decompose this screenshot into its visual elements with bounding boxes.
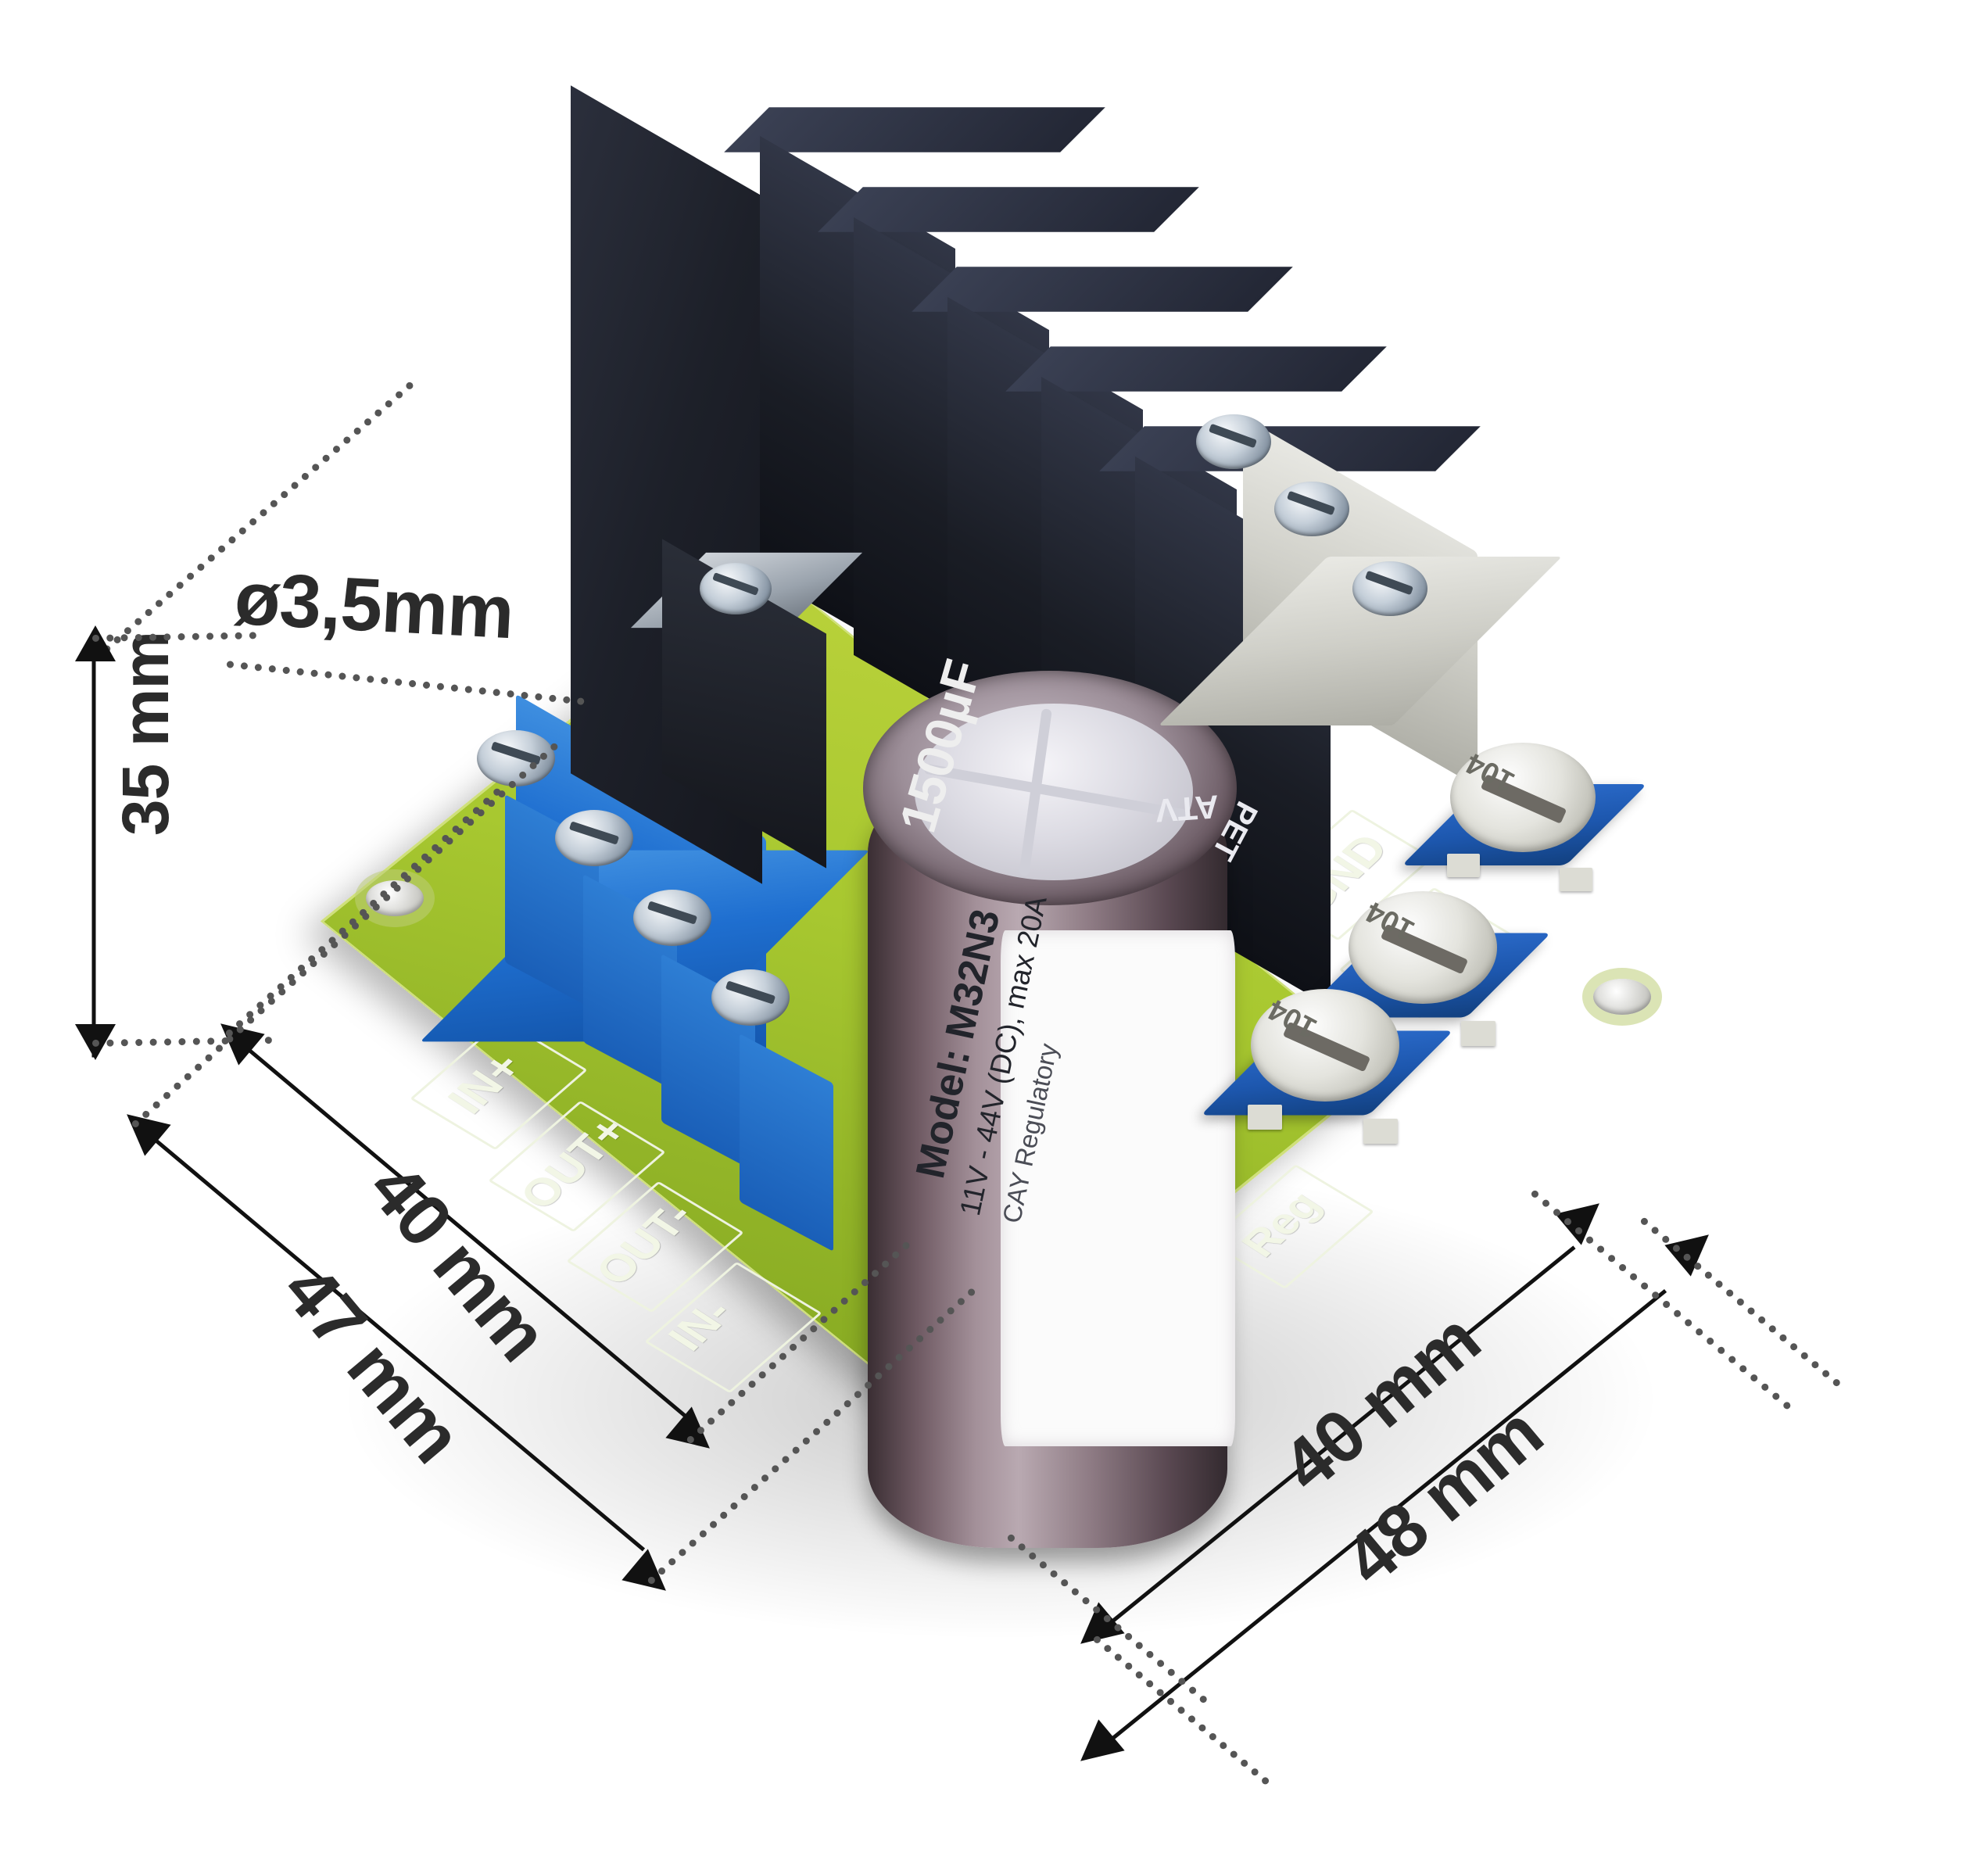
height-arrow-top <box>75 625 116 661</box>
height-dim-line <box>91 643 96 1058</box>
height-arrow-bottom <box>75 1024 116 1060</box>
hole-diameter-label: ø3,5mm <box>232 556 516 655</box>
capacitor-label <box>1001 930 1235 1446</box>
mounting-hole-right <box>1593 979 1651 1015</box>
mounting-hole-left <box>366 880 424 916</box>
capacitor-mark-atv: ATV <box>1154 788 1220 829</box>
height-label: 35 mm <box>109 631 183 836</box>
